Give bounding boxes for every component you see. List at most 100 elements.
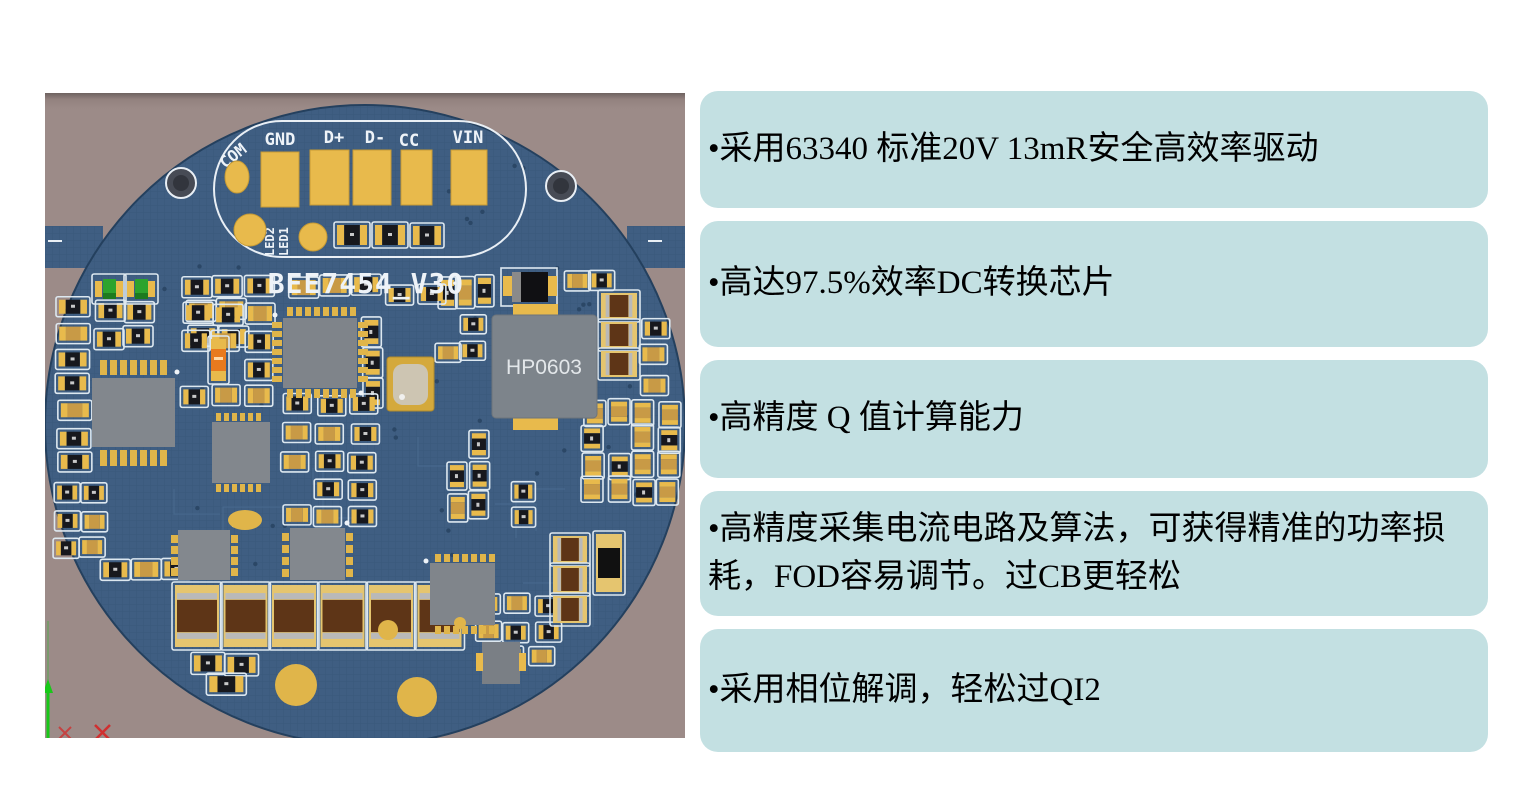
smd-component: [94, 299, 127, 322]
smd-component: [181, 275, 213, 299]
smd-component: [212, 303, 244, 327]
smd-component: [640, 317, 671, 340]
smd-component: [130, 558, 163, 581]
ic-chips-layer: HP0603: [92, 267, 598, 684]
smd-component: [279, 451, 310, 473]
smd-component: [347, 451, 377, 474]
smd-component: [658, 401, 682, 429]
capacitor-brown: [171, 581, 223, 651]
smd-component: [655, 478, 680, 506]
smd-component: [223, 653, 260, 677]
feature-text: •高达97.5%效率DC转换芯片: [708, 265, 1115, 302]
ic-chip: [482, 642, 520, 684]
smd-component: [384, 284, 415, 306]
smd-component: [93, 327, 125, 351]
smd-component: [282, 504, 312, 526]
smd-component: [53, 510, 82, 532]
diode: [500, 267, 558, 307]
smd-component: [243, 384, 274, 408]
smd-component: [313, 478, 343, 501]
smd-component: [54, 348, 91, 371]
smd-component: [244, 330, 274, 354]
smd-component: [409, 222, 445, 249]
feature-text: •高精度采集电流电路及算法，可获得精准的功率损耗，FOD容易调节。过CB更轻松: [708, 510, 1446, 595]
smd-component: [510, 506, 537, 528]
smd-component: [54, 372, 90, 395]
smd-component: [99, 558, 132, 582]
feature-card: •采用相位解调，轻松过QI2: [700, 629, 1488, 752]
smd-component: [205, 672, 248, 696]
smd-component: [501, 621, 530, 644]
led-green: [123, 273, 159, 305]
ic-chip: [178, 530, 230, 580]
smd-component: [57, 451, 93, 473]
pcb-board-svg: HP0603 GND D+ D- CC VIN COM LED2 LED1 BE…: [43, 93, 686, 746]
ic-chip-qfp: [283, 318, 357, 388]
pad-vin: [450, 149, 488, 206]
smd-component: [57, 399, 93, 422]
board-name-label: BEE7454_V30: [268, 267, 464, 300]
ic-chip: [92, 378, 175, 447]
pcb-render: HP0603 GND D+ D- CC VIN COM LED2 LED1 BE…: [43, 93, 686, 746]
smd-component: [80, 482, 108, 504]
smd-component: [657, 450, 681, 479]
feature-text: •高精度 Q 值计算能力: [708, 400, 1024, 437]
component-black-module: [592, 530, 626, 596]
smd-component: [459, 314, 488, 335]
smd-component: [580, 424, 604, 453]
smd-component: [630, 399, 655, 427]
smd-component: [181, 329, 211, 353]
capacitor-brown: [316, 581, 369, 651]
smd-component: [607, 397, 631, 426]
smd-component: [244, 302, 276, 325]
smd-component: [281, 421, 312, 444]
smd-component: [350, 273, 382, 296]
smd-component: [53, 481, 81, 504]
smd-component: [474, 274, 495, 308]
feature-card: •高精度 Q 值计算能力: [700, 360, 1488, 478]
ic-chip: [212, 422, 270, 483]
pad-label-vin: VIN: [453, 128, 484, 148]
smd-component: [347, 505, 378, 528]
smd-component: [182, 301, 214, 325]
smd-component: [371, 221, 409, 249]
smd-component: [467, 489, 490, 520]
feature-card: •高达97.5%效率DC转换芯片: [700, 221, 1488, 347]
capacitor-brown: [365, 581, 417, 651]
smd-component: [468, 460, 491, 491]
capacitor-brown: [597, 289, 641, 323]
led-green: [91, 273, 127, 305]
led1-label: LED1: [277, 227, 291, 256]
pad-label-cc: CC: [399, 131, 419, 151]
smd-component: [312, 505, 343, 528]
smd-component: [639, 374, 670, 397]
ic-chip: [290, 528, 345, 580]
capacitor-brown: [549, 532, 591, 567]
smd-component: [123, 300, 156, 324]
smd-component: [211, 274, 243, 298]
smd-component: [347, 479, 378, 501]
led2-label: LED2: [263, 227, 277, 256]
smd-component: [318, 274, 351, 297]
smd-component: [80, 511, 109, 533]
pad-cc: [400, 149, 433, 206]
smd-component: [581, 452, 605, 480]
smd-component: [56, 427, 92, 450]
smd-component: [607, 475, 632, 503]
smd-component: [243, 274, 276, 298]
smd-component: [446, 493, 469, 523]
feature-text: •采用相位解调，轻松过QI2: [708, 671, 1101, 708]
smd-component: [446, 461, 468, 491]
smd-components-layer: [52, 221, 682, 696]
smd-component: [316, 395, 347, 417]
pad-led2: [233, 213, 267, 247]
capacitor-brown: [219, 581, 272, 651]
smd-component: [657, 426, 682, 454]
mounting-holes: [165, 167, 577, 202]
smd-component: [211, 383, 241, 407]
smd-component: [314, 450, 345, 473]
capacitor-brown: [597, 318, 641, 352]
feature-card: •高精度采集电流电路及算法，可获得精准的功率损耗，FOD容易调节。过CB更轻松: [700, 491, 1488, 616]
pad-label-gnd: GND: [265, 130, 296, 150]
origin-axis-marker: [43, 621, 111, 741]
